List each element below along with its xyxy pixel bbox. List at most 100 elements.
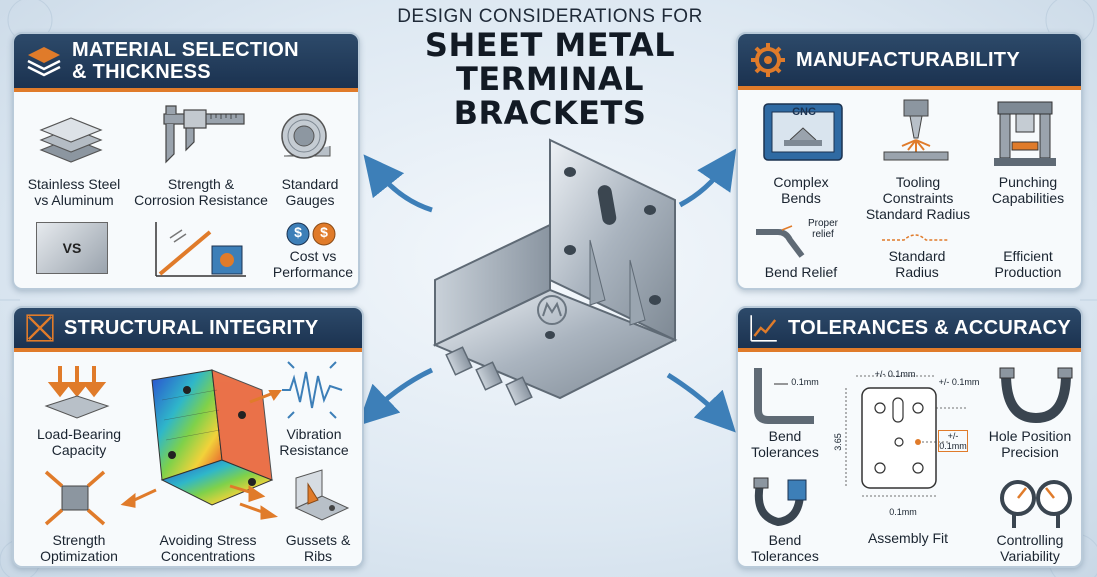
manufacturability-header: MANUFACTURABILITY	[738, 34, 1081, 90]
tooling-punch-icon	[883, 99, 949, 161]
tooling-label-line3: Standard Radius	[865, 206, 971, 222]
gusset-icon	[294, 469, 350, 521]
hole-label-line2: Precision	[1001, 444, 1059, 460]
efficient-production-label: Efficient Production	[978, 248, 1078, 280]
strength-corrosion-label: Strength & Corrosion Resistance	[126, 176, 276, 208]
hole-label-line1: Hole Position	[988, 428, 1072, 444]
steel-label-line1: Stainless Steel	[27, 176, 121, 192]
tooling-label-line2: Constraints	[882, 190, 954, 206]
dollar-coins-icon	[286, 222, 336, 246]
gussets-label-line2: Ribs	[303, 548, 332, 564]
vibration-icon	[282, 361, 343, 419]
controlling-variability-label: Controlling Variability	[978, 532, 1081, 564]
bend-relief-icon	[756, 225, 805, 258]
assembly-fit-label: Assembly Fit	[867, 530, 949, 546]
stress-label-line1: Avoiding Stress	[159, 532, 257, 548]
dim-label-side: 3.65	[833, 433, 843, 451]
complex-label-line1: Complex	[773, 174, 829, 190]
radius-profile-icon	[882, 234, 948, 241]
strength-optimization-icon	[44, 470, 106, 526]
gauges-label-line2: Gauges	[285, 192, 335, 208]
structural-header: STRUCTURAL INTEGRITY	[14, 308, 362, 352]
dim-label-pm3: +/- 0.1mm	[938, 430, 968, 452]
gussets-ribs-label: Gussets & Ribs	[276, 532, 360, 564]
title-line-1: SHEET METAL	[424, 26, 676, 64]
cost-label-line1: Cost vs	[289, 248, 337, 264]
strength-opt-line1: Strength	[52, 532, 106, 548]
vibration-label-line2: Resistance	[279, 442, 349, 458]
cnc-label: CNC	[792, 106, 816, 118]
strength-label-line1: Strength &	[167, 176, 235, 192]
steel-vs-aluminum-label: Stainless Steel vs Aluminum	[14, 176, 134, 208]
cost-performance-label: Cost vs Performance	[270, 248, 356, 280]
load-label-line2: Capacity	[51, 442, 107, 458]
bend-tolerances-2-label: Bend Tolerances	[742, 532, 828, 564]
dim-pm3-line1: +/-	[947, 431, 959, 441]
manufacturability-panel: MANUFACTURABILITY CNC Complex Bends Tool…	[736, 32, 1083, 290]
dim-label-01: 0.1mm	[791, 377, 819, 387]
vs-comparison-icon: VS	[36, 222, 108, 274]
relief-note-line2: relief	[812, 229, 834, 240]
punching-capabilities-label: Punching Capabilities	[978, 174, 1078, 206]
strength-optimization-label: Strength Optimization	[24, 532, 134, 564]
avoiding-stress-label: Avoiding Stress Concentrations	[138, 532, 278, 564]
gauges-label-line1: Standard	[281, 176, 339, 192]
layers-icon	[27, 47, 61, 77]
dim-pm3-line2: 0.1mm	[939, 441, 967, 451]
bend-relief-label: Bend Relief	[764, 264, 838, 280]
gear-icon	[751, 43, 785, 77]
dim-label-pm1: +/- 0.1mm	[874, 369, 916, 379]
bend-tolerances-label: Bend Tolerances	[742, 428, 828, 460]
strength-label-line2: Corrosion Resistance	[134, 192, 268, 208]
radius-label-line2: Radius	[895, 264, 939, 280]
title-block: DESIGN CONSIDERATIONS FOR SHEET METAL TE…	[370, 6, 730, 130]
tolerances-panel: TOLERANCES & ACCURACY 0.1mm Bend Toleran…	[736, 306, 1083, 568]
cnc-machine-icon	[763, 103, 843, 161]
proper-relief-note: Proper relief	[798, 218, 848, 240]
material-header-line2: & THICKNESS	[72, 61, 211, 83]
hole-position-label: Hole Position Precision	[978, 428, 1081, 460]
bracket-illustration	[432, 138, 678, 406]
caliper-icon	[163, 105, 245, 164]
load-bearing-label: Load-Bearing Capacity	[24, 426, 134, 458]
strength-graph-icon	[155, 222, 246, 277]
metal-sheets-icon	[39, 117, 103, 163]
vs-text: VS	[62, 240, 82, 256]
bend-tol2-line2: Tolerances	[751, 548, 819, 564]
load-label-line1: Load-Bearing	[36, 426, 122, 442]
complex-label-line2: Bends	[781, 190, 821, 206]
vibration-resistance-label: Vibration Resistance	[264, 426, 362, 458]
radius-label-line1: Standard	[888, 248, 946, 264]
efficient-label-line2: Production	[994, 264, 1062, 280]
load-arrows-icon	[44, 366, 110, 419]
standard-radius-label: Standard Radius	[862, 248, 972, 280]
material-header-line1: MATERIAL SELECTION	[72, 39, 299, 61]
stress-arrows-icon	[120, 390, 282, 520]
relief-note-line1: Proper	[807, 218, 838, 229]
bend-angle-icon	[754, 368, 814, 424]
bend-tol-line2: Tolerances	[751, 444, 819, 460]
efficient-label-line1: Efficient	[1003, 248, 1053, 264]
dim-label-pm2: +/- 0.1mm	[938, 377, 980, 387]
punching-label-line1: Punching	[998, 174, 1058, 190]
tolerances-header: TOLERANCES & ACCURACY	[738, 308, 1081, 352]
controlling-label-line1: Controlling	[996, 532, 1064, 548]
trend-graph-icon	[750, 315, 777, 342]
dollar-sign-2: $	[320, 224, 328, 240]
micrometer-icon	[999, 367, 1073, 424]
tolerances-title: TOLERANCES & ACCURACY	[788, 317, 1071, 339]
tooling-constraints-label: Tooling Constraints Standard Radius	[852, 174, 984, 222]
punch-press-icon	[994, 101, 1056, 166]
dollar-sign-1: $	[294, 224, 302, 240]
fea-stress-bracket-icon	[151, 369, 274, 506]
complex-bends-label: Complex Bends	[746, 174, 856, 206]
dimension-drawing-icon	[845, 375, 966, 497]
dim-label-bottom: 0.1mm	[889, 507, 917, 517]
manufacturability-title: MANUFACTURABILITY	[796, 49, 1020, 71]
title-line-2: TERMINAL BRACKETS	[453, 60, 647, 132]
title-prefix: DESIGN CONSIDERATIONS FOR	[397, 6, 703, 27]
strength-opt-line2: Optimization	[40, 548, 118, 564]
standard-gauges-label: Standard Gauges	[270, 176, 350, 208]
controlling-label-line2: Variability	[1000, 548, 1060, 564]
cost-label-line2: Performance	[272, 264, 354, 280]
